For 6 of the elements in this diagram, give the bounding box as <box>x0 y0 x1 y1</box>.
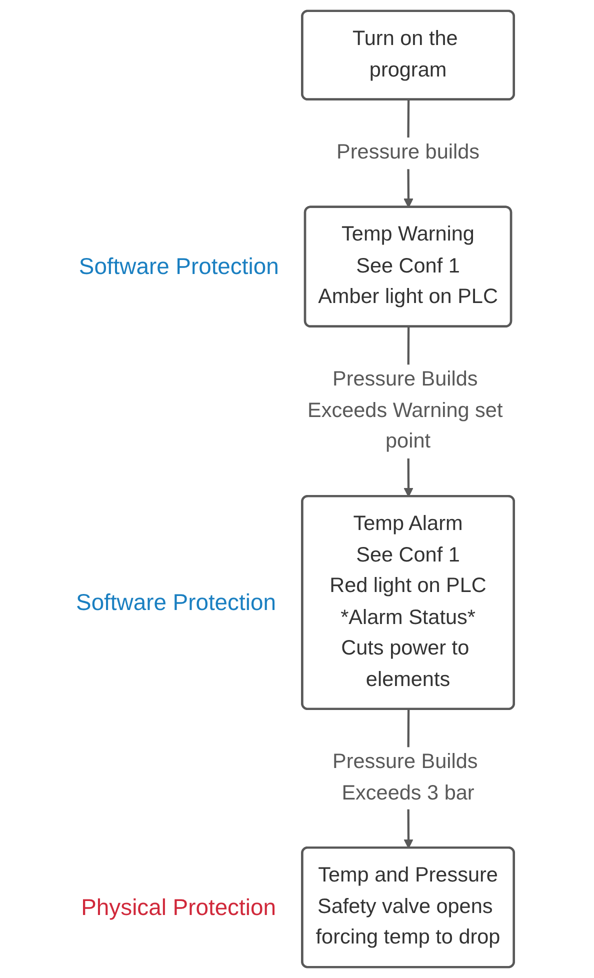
side-note: Physical Protection <box>82 894 276 920</box>
edge-label: Pressure builds <box>337 140 480 164</box>
edge-label: Pressure Builds Exceeds 3 bar <box>332 750 478 804</box>
side-note: Software Protection <box>79 253 280 280</box>
edge-label: Pressure Builds Exceeds Warning set point <box>308 368 504 453</box>
side-note: Software Protection <box>76 589 276 616</box>
